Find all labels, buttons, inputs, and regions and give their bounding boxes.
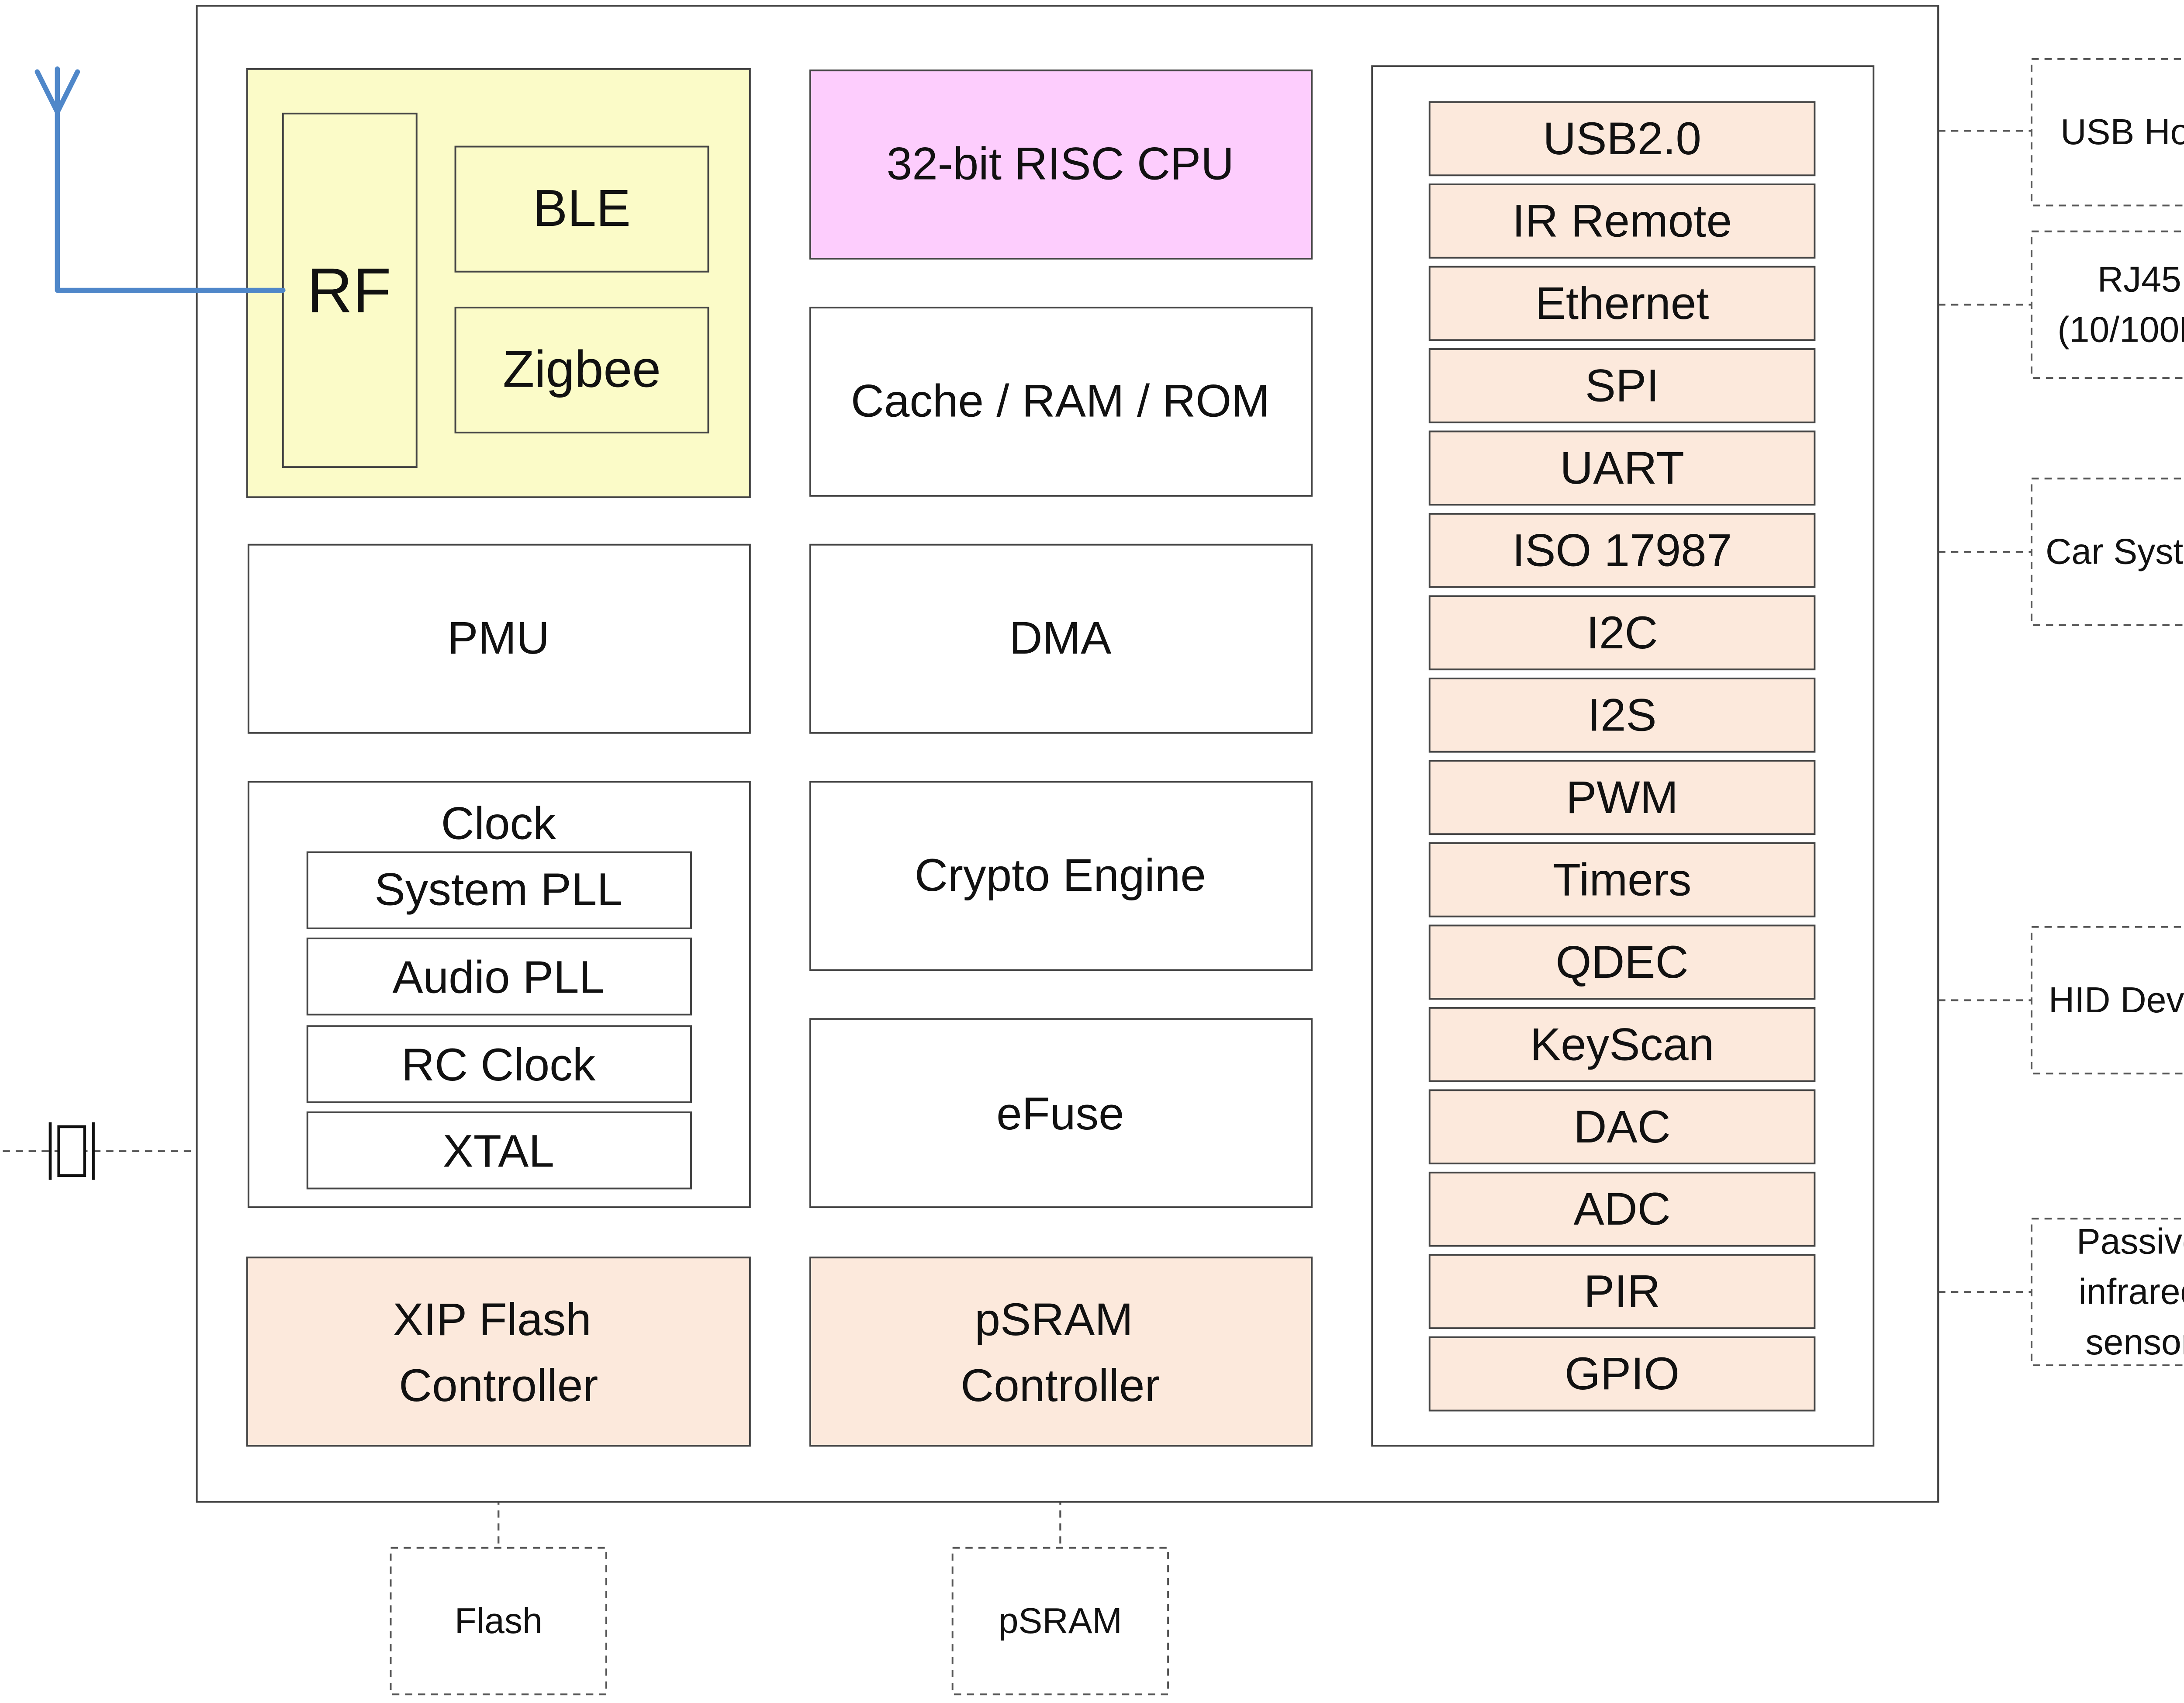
- rf-label: RF: [307, 255, 391, 325]
- memory-label: Cache / RAM / ROM: [851, 375, 1270, 426]
- external-memories-bottom: Flash pSRAM: [390, 1547, 1169, 1696]
- clock-item-label: System PLL: [375, 864, 622, 915]
- zigbee-label: Zigbee: [503, 340, 661, 398]
- external-hid-device-box: [2031, 926, 2184, 1075]
- peripheral-label: ADC: [1573, 1184, 1670, 1235]
- peripheral-label: QDEC: [1556, 937, 1689, 988]
- zigbee-box: [454, 306, 709, 434]
- external-passive-infrared-sensor-label: infrared: [2078, 1272, 2184, 1312]
- peripheral-ir-remote: [1428, 183, 1816, 259]
- external-flash-box: [390, 1547, 607, 1696]
- peripheral-label: DAC: [1573, 1101, 1670, 1153]
- clock-title: Clock: [441, 798, 556, 849]
- clock-block: Clock System PLL Audio PLL RC Clock XTAL: [247, 781, 751, 1208]
- peripheral-label: PIR: [1584, 1266, 1660, 1317]
- memory-box: [809, 306, 1313, 497]
- peripheral-qdec: [1428, 924, 1816, 1000]
- peripheral-label: SPI: [1585, 360, 1659, 411]
- pmu-label: PMU: [447, 613, 549, 664]
- peripheral-i2c: [1428, 595, 1816, 671]
- peripheral-label: KeyScan: [1530, 1019, 1714, 1070]
- radio-block: RF BLE Zigbee: [246, 68, 751, 498]
- external-psram-label: pSRAM: [999, 1601, 1122, 1641]
- external-hid-device-label: HID Device: [2049, 980, 2184, 1020]
- pmu-box: [247, 543, 751, 734]
- peripheral-label: ISO 17987: [1512, 525, 1732, 576]
- external-rj45-10-100m-box: [2031, 230, 2184, 379]
- peripheral-label: PWM: [1566, 772, 1678, 823]
- crystal-icon: [48, 1122, 95, 1180]
- peripheral-pwm: [1428, 760, 1816, 835]
- external-rj45-10-100m-label: RJ45: [2098, 260, 2181, 299]
- crypto-engine-box: [809, 781, 1313, 971]
- peripheral-label: GPIO: [1565, 1348, 1679, 1399]
- external-usb-host-label: USB Host: [2060, 112, 2184, 152]
- psram-line-2: Controller: [961, 1360, 1160, 1411]
- peripheral-label: Ethernet: [1535, 278, 1709, 329]
- external-passive-infrared-sensor-label: sensor: [2085, 1322, 2184, 1362]
- external-usb-host-box: [2031, 58, 2184, 207]
- external-flash-label: Flash: [455, 1601, 543, 1641]
- peripheral-spi: [1428, 348, 1816, 423]
- clock-item-rc-clock: [306, 1025, 692, 1103]
- clock-item-system-pll: [306, 851, 692, 929]
- xip-flash-controller-label: XIP Flash Controller: [393, 1294, 604, 1411]
- external-car-system-box: [2031, 478, 2184, 626]
- peripheral-pir: [1428, 1254, 1816, 1329]
- peripheral-uart: [1428, 430, 1816, 506]
- efuse-label: eFuse: [996, 1088, 1124, 1139]
- cpu-box: [809, 69, 1313, 260]
- clock-item-label: Audio PLL: [392, 952, 605, 1003]
- peripheral-label: I2C: [1586, 607, 1658, 658]
- antenna-icon: [35, 66, 286, 293]
- peripheral-gpio: [1428, 1336, 1816, 1412]
- external-passive-infrared-sensor-label: Passive: [2077, 1222, 2184, 1262]
- cpu-label: 32-bit RISC CPU: [887, 138, 1234, 189]
- crypto-engine-label: Crypto Engine: [915, 850, 1206, 901]
- external-car-system-label: Car System: [2046, 532, 2184, 572]
- psram-controller-box: [809, 1256, 1313, 1447]
- external-psram-box: [951, 1547, 1169, 1696]
- peripheral-adc: [1428, 1171, 1816, 1247]
- efuse-box: [809, 1018, 1313, 1208]
- clock-item-xtal: [306, 1111, 692, 1190]
- peripheral-label: UART: [1560, 443, 1684, 494]
- xip-line-2: Controller: [399, 1360, 598, 1411]
- ble-box: [454, 145, 709, 273]
- external-rj45-10-100m-label: (10/100M): [2057, 310, 2184, 350]
- clock-item-audio-pll: [306, 938, 692, 1016]
- psram-line-1: pSRAM: [975, 1294, 1133, 1345]
- xip-line-1: XIP Flash: [393, 1294, 591, 1345]
- peripheral-i2s: [1428, 677, 1816, 753]
- peripheral-dac: [1428, 1089, 1816, 1165]
- peripheral-iso-17987: [1428, 513, 1816, 588]
- ble-label: BLE: [533, 180, 631, 237]
- peripheral-label: IR Remote: [1512, 195, 1732, 246]
- peripheral-label: USB2.0: [1543, 113, 1701, 164]
- clock-item-label: RC Clock: [401, 1039, 596, 1090]
- peripheral-timers: [1428, 842, 1816, 917]
- dma-box: [809, 543, 1313, 734]
- clock-item-label: XTAL: [443, 1125, 554, 1177]
- peripheral-keyscan: [1428, 1007, 1816, 1082]
- external-passive-infrared-sensor-box: [2031, 1218, 2184, 1366]
- xip-flash-controller-box: [246, 1256, 751, 1447]
- peripheral-label: I2S: [1588, 689, 1657, 741]
- peripheral-ethernet: [1428, 266, 1816, 341]
- peripheral-usb2-0: [1428, 101, 1816, 177]
- external-devices-right: USB HostRJ45 (10/100M) Car SystemHID Devic…: [2031, 58, 2184, 1366]
- peripheral-label: Timers: [1553, 854, 1692, 905]
- rf-box: [282, 112, 418, 468]
- psram-controller-label: pSRAM Controller: [961, 1294, 1160, 1411]
- dma-label: DMA: [1009, 613, 1111, 664]
